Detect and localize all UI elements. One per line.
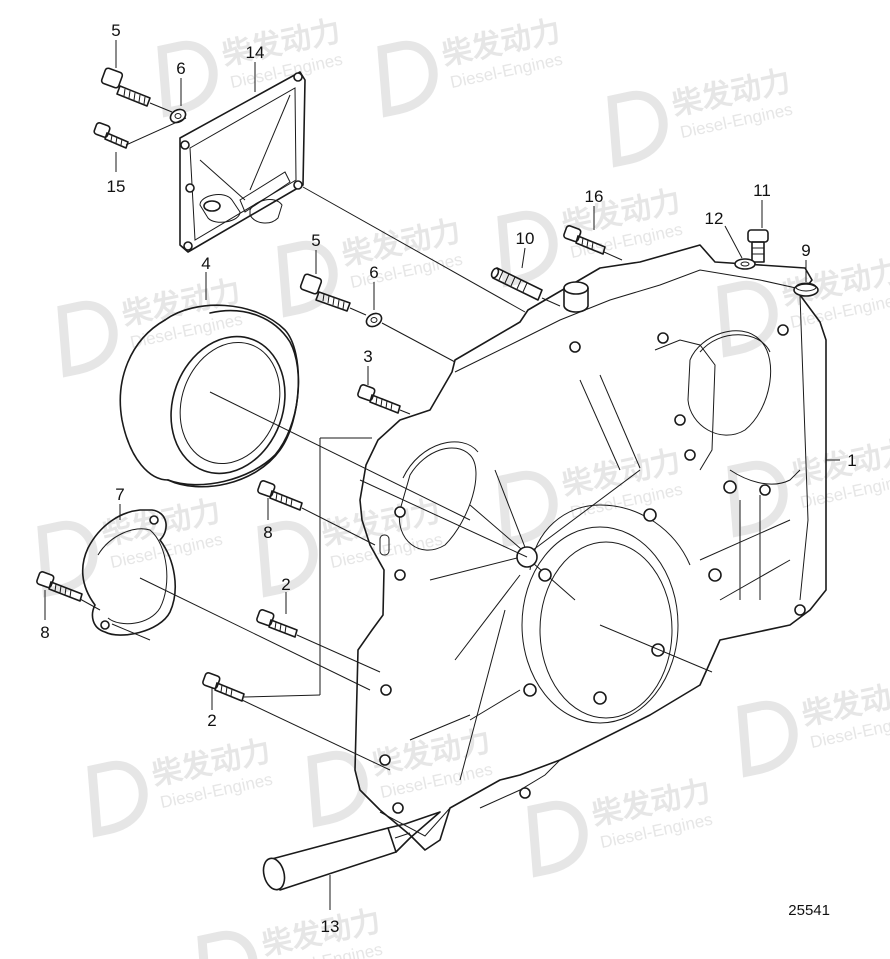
callout-13: 13	[321, 917, 340, 936]
assembly-lines	[44, 40, 840, 910]
callout-labels: 1 2 2 3 4 5 5 6 6 7 8 8 9 10 11 12 13 14…	[40, 21, 856, 936]
callout-6-upper: 6	[176, 59, 185, 78]
screw-16	[563, 225, 606, 255]
watermark-logo	[727, 460, 788, 538]
callout-8-upper: 8	[263, 523, 272, 542]
timing-gear-casing	[354, 244, 827, 851]
watermark-logo	[717, 280, 778, 358]
screw-15	[93, 122, 129, 149]
sealant-tube-13	[262, 811, 441, 891]
callout-10: 10	[516, 229, 535, 248]
callout-8-lower: 8	[40, 623, 49, 642]
screw-3	[357, 384, 401, 414]
watermark-logo	[497, 470, 558, 548]
screw-5-lower	[299, 273, 351, 312]
callout-4: 4	[201, 254, 210, 273]
callout-9: 9	[801, 241, 810, 260]
washer-6-lower	[365, 312, 383, 328]
callout-2-upper: 2	[281, 575, 290, 594]
watermark-logo	[737, 700, 798, 778]
callout-15: 15	[107, 177, 126, 196]
watermark-logo	[497, 210, 558, 288]
washer-12	[734, 258, 756, 270]
plug-11	[747, 229, 769, 263]
cover-plate-14	[179, 71, 306, 253]
watermark-logo	[377, 40, 438, 118]
figure-number: 25541	[788, 902, 830, 919]
callout-14: 14	[246, 43, 265, 62]
watermark-logo	[87, 760, 148, 838]
callout-5-lower: 5	[311, 231, 320, 250]
callout-16: 16	[585, 187, 604, 206]
screw-2-upper	[256, 609, 298, 638]
watermark-logo	[307, 750, 368, 828]
callout-11: 11	[753, 181, 771, 200]
callout-1: 1	[847, 451, 856, 470]
screw-2-lower	[202, 672, 245, 702]
callout-2-lower: 2	[207, 711, 216, 730]
watermark-logo	[37, 520, 98, 598]
screw-8-upper	[257, 480, 303, 511]
watermark-logo	[197, 930, 258, 959]
watermark-logo	[57, 300, 118, 378]
callout-3: 3	[363, 347, 372, 366]
watermark-logo	[527, 800, 588, 878]
callout-7: 7	[115, 485, 124, 504]
cover-7	[81, 509, 176, 636]
callout-5-upper: 5	[111, 21, 120, 40]
stud-10	[490, 267, 543, 301]
callout-12: 12	[705, 209, 724, 228]
screw-5-upper	[100, 67, 151, 107]
watermark-logo	[607, 90, 668, 168]
seal-ring-4	[119, 304, 300, 488]
washer-6-upper	[169, 108, 187, 124]
watermark-logo	[157, 40, 218, 118]
callout-6-lower: 6	[369, 263, 378, 282]
screw-8-lower	[36, 571, 83, 602]
watermark-logo	[257, 520, 318, 598]
watermark-logo	[277, 240, 338, 318]
plug-9	[793, 282, 819, 297]
